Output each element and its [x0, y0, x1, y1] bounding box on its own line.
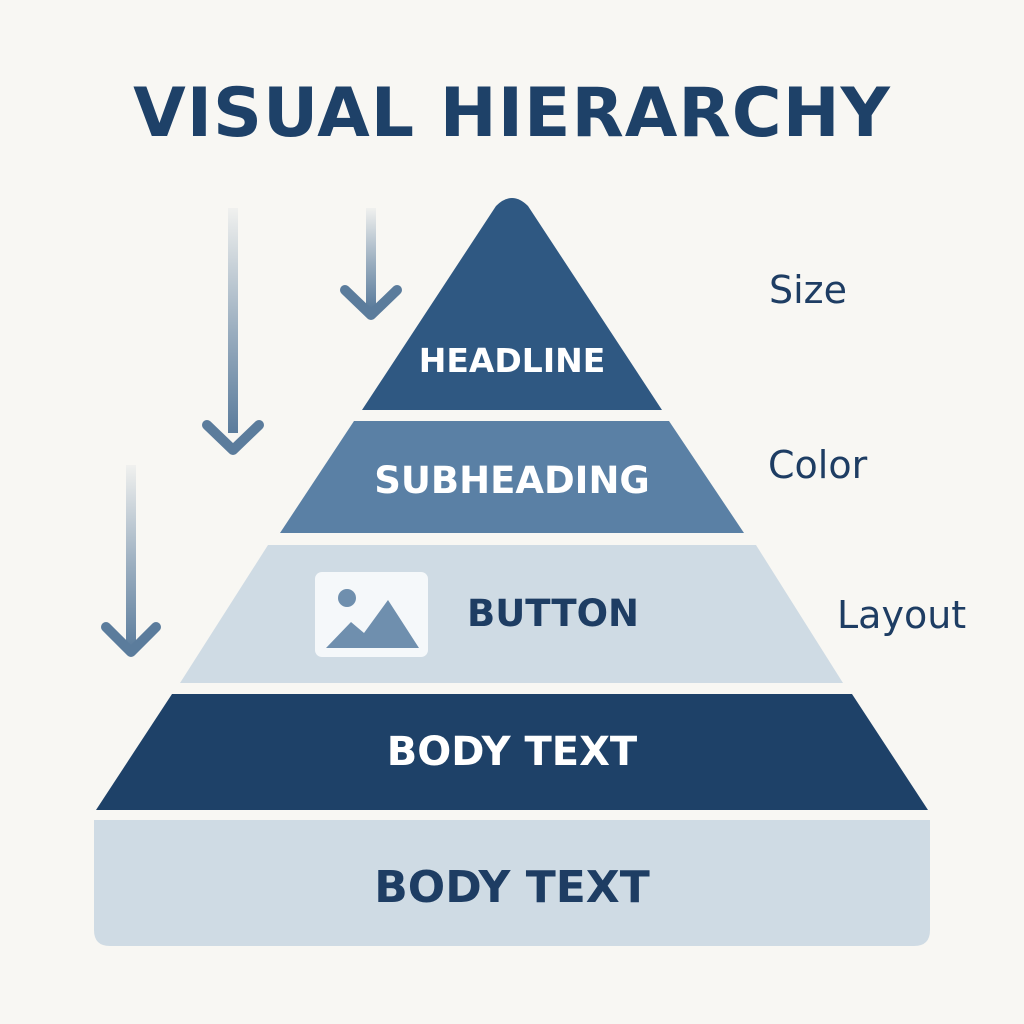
tier-label-body-dark: BODY TEXT: [386, 729, 638, 775]
side-label-size: Size: [769, 268, 848, 312]
side-label-color: Color: [768, 443, 868, 487]
pyramid-tier-body-light: [94, 820, 930, 946]
tier-label-button: BUTTON: [467, 592, 639, 635]
pyramid-tier-headline: [362, 198, 662, 410]
diagram-title: VISUAL HIERARCHY: [133, 74, 891, 153]
arrow-down-icon: [340, 208, 402, 320]
side-label-layout: Layout: [837, 593, 967, 637]
pyramid-tier-subheading: [280, 421, 744, 533]
arrow-down-icon: [101, 465, 161, 657]
image-icon: [315, 572, 428, 657]
arrow-down-icon: [202, 208, 264, 455]
tier-label-body-light: BODY TEXT: [374, 862, 650, 913]
pyramid-tier-body-dark: [96, 694, 928, 810]
tier-label-subheading: SUBHEADING: [374, 459, 650, 502]
tier-label-headline: HEADLINE: [418, 341, 606, 380]
